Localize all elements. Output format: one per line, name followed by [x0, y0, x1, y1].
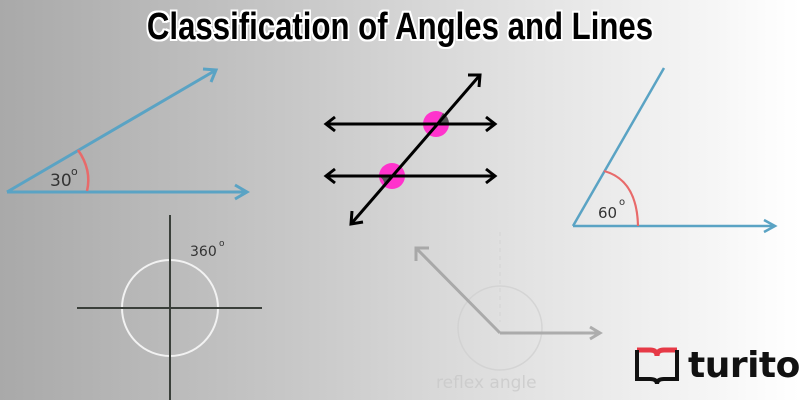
acute-angle-30: 30 o	[6, 67, 250, 201]
complete-angle-360: 360 o	[77, 215, 262, 400]
parallel-lines-transversal	[323, 73, 498, 226]
turito-logo: turito	[632, 345, 800, 386]
open-book-icon	[635, 347, 679, 384]
svg-text:o: o	[619, 197, 625, 208]
reflex-angle-label: reflex angle	[436, 373, 537, 393]
svg-text:o: o	[219, 239, 225, 249]
angle-label-30: 30	[50, 171, 72, 191]
logo-text: turito	[688, 345, 800, 386]
page-title: Classification of Angles and Lines	[146, 6, 654, 48]
angle-label-360: 360	[190, 244, 217, 260]
svg-text:o: o	[71, 165, 78, 178]
angle-label-60: 60	[598, 204, 617, 222]
reflex-angle: reflex angle	[414, 232, 603, 393]
acute-angle-60: 60 o	[571, 67, 778, 234]
